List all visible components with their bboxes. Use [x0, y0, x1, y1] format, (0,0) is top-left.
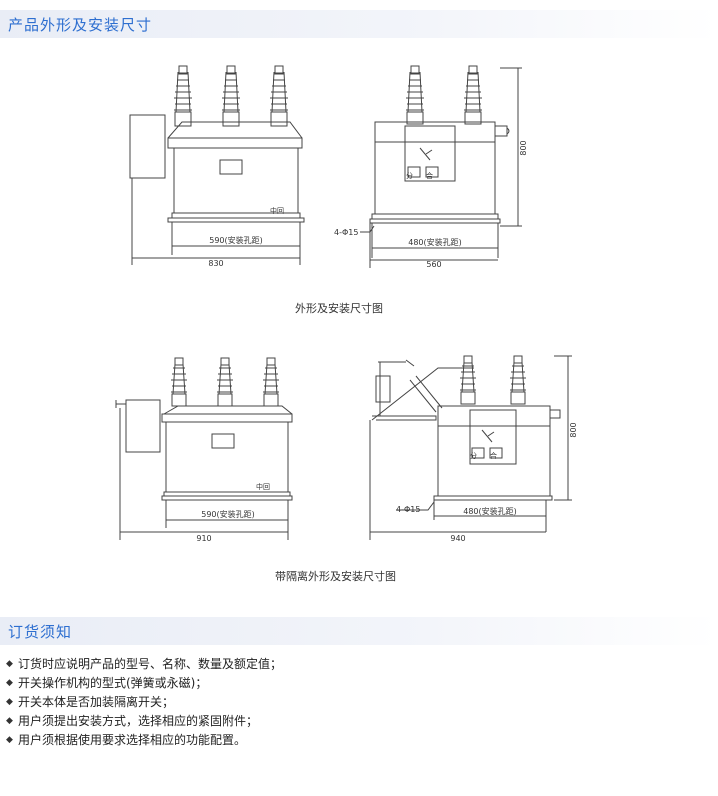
list-item: 开关操作机构的型式(弹簧或永磁)； [6, 674, 282, 693]
figure-caption: 外形及安装尺寸图 [295, 302, 383, 315]
dim-overall-width: 830 [208, 259, 223, 268]
drawing-side-view-isolator: 分 合 800 4-Φ15 480(安装孔距) 940 [369, 355, 578, 543]
dim-mount-spacing: 480(安装孔距) [408, 237, 462, 247]
section-header-dimensions: 产品外形及安装尺寸 [0, 10, 718, 38]
dim-overall-width: 910 [196, 534, 211, 543]
ground-label: 中回 [256, 482, 270, 491]
drawing-front-view-isolator: 中回 590(安装孔距) 910 [115, 357, 293, 543]
close-label: 合 [490, 451, 497, 460]
close-label: 合 [426, 171, 433, 180]
figure-caption: 带隔离外形及安装尺寸图 [275, 570, 396, 583]
section-title: 产品外形及安装尺寸 [8, 16, 153, 34]
section-header-ordering: 订货须知 [0, 617, 718, 645]
dim-overall-width: 940 [450, 534, 465, 543]
drawing-side-view: 分 合 800 4-Φ15 480(安装孔距) 560 [334, 65, 528, 269]
ground-label: 中回 [270, 206, 284, 215]
section-title: 订货须知 [8, 623, 73, 641]
dim-height: 800 [519, 140, 528, 155]
list-item: 用户须提出安装方式，选择相应的紧固附件； [6, 712, 282, 731]
open-label: 分 [470, 451, 477, 460]
dim-height: 800 [569, 422, 578, 437]
hole-label: 4-Φ15 [334, 228, 358, 237]
drawing-front-view: 中回 590(安装孔距) 830 [129, 65, 305, 268]
list-item: 开关本体是否加装隔离开关； [6, 693, 282, 712]
hole-label: 4-Φ15 [396, 505, 420, 514]
dim-mount-spacing: 590(安装孔距) [201, 509, 255, 519]
ordering-notes-list: 订货时应说明产品的型号、名称、数量及额定值； 开关操作机构的型式(弹簧或永磁)；… [6, 655, 282, 750]
list-item: 订货时应说明产品的型号、名称、数量及额定值； [6, 655, 282, 674]
open-label: 分 [406, 171, 413, 180]
dim-mount-spacing: 590(安装孔距) [209, 235, 263, 245]
list-item: 用户须根据使用要求选择相应的功能配置。 [6, 731, 282, 750]
dim-overall-width: 560 [426, 260, 441, 269]
dim-mount-spacing: 480(安装孔距) [463, 506, 517, 516]
